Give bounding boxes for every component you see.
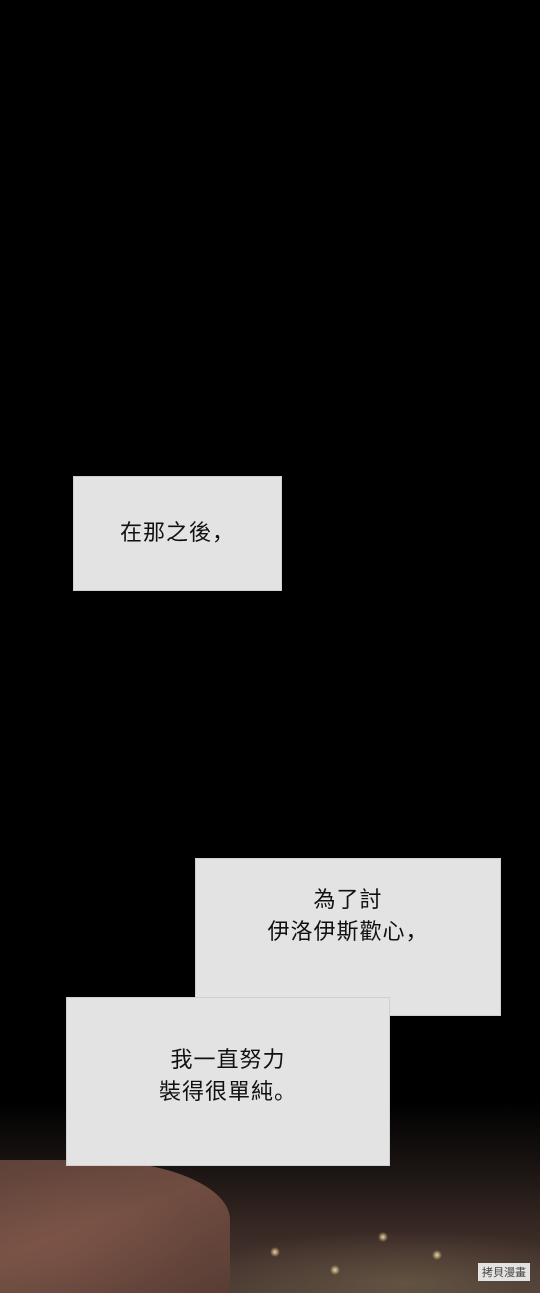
light-sparkle <box>432 1250 442 1260</box>
caption-text-block: 我一直努力 裝得很單純。 <box>159 1045 297 1109</box>
light-sparkle <box>270 1247 280 1257</box>
caption-text: 在那之後， <box>119 520 235 546</box>
caption-box-second: 為了討 伊洛伊斯歡心， <box>195 858 501 1016</box>
caption-box-third: 我一直努力 裝得很單純。 <box>66 997 390 1166</box>
caption-text-block: 為了討 伊洛伊斯歡心， <box>267 885 428 949</box>
caption-text: 裝得很單純。 <box>158 1079 297 1105</box>
caption-box-first: 在那之後， <box>73 476 282 591</box>
caption-text: 伊洛伊斯歡心， <box>267 920 429 945</box>
light-sparkle <box>378 1232 388 1242</box>
character-hair-illustration <box>0 1160 230 1293</box>
watermark: 拷貝漫畫 <box>478 1263 530 1281</box>
caption-text: 我一直努力 <box>170 1047 286 1073</box>
caption-text: 為了討 <box>313 888 383 913</box>
light-sparkle <box>330 1265 340 1275</box>
